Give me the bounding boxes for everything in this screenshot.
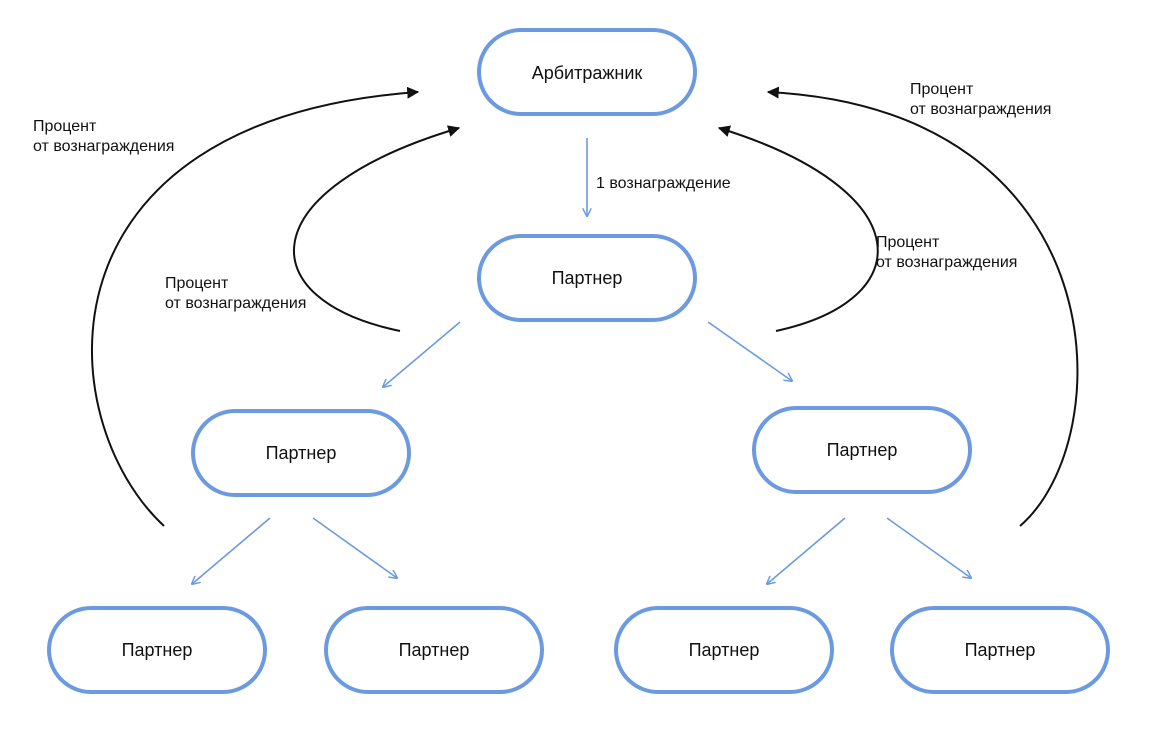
node-arbitrager: Арбитражник xyxy=(477,28,697,116)
return-arrow-outer-left xyxy=(90,86,420,527)
node-partner-level3-3-label: Партнер xyxy=(689,640,760,660)
node-partner-level2-right: Партнер xyxy=(752,406,972,494)
node-partner-level1: Партнер xyxy=(477,234,697,322)
reward-label: 1 вознаграждение xyxy=(596,175,731,192)
percent-label-outer-left: Процент от вознаграждения xyxy=(33,118,174,155)
return-arrow-inner-left xyxy=(292,125,461,332)
percent-label-outer-left-line1: Процент xyxy=(33,118,97,135)
node-partner-level2-left-label: Партнер xyxy=(266,443,337,463)
node-partner-level3-2-label: Партнер xyxy=(399,640,470,660)
arrow-left-to-child-1 xyxy=(192,517,271,584)
percent-label-outer-right-line2: от вознаграждения xyxy=(910,101,1051,118)
node-arbitrager-label: Арбитражник xyxy=(532,63,643,83)
percent-label-inner-left-line1: Процент xyxy=(165,275,229,292)
node-partner-level3-4: Партнер xyxy=(890,606,1110,694)
node-partner-level3-1-label: Партнер xyxy=(122,640,193,660)
percent-label-outer-right-line1: Процент xyxy=(910,81,974,98)
return-arrow-inner-right xyxy=(717,125,879,332)
node-partner-level2-right-label: Партнер xyxy=(827,440,898,460)
arrow-partner-to-left xyxy=(383,321,461,387)
arrow-right-to-child-4 xyxy=(886,517,971,578)
percent-label-inner-left-line2: от вознаграждения xyxy=(165,295,306,312)
node-partner-level3-2: Партнер xyxy=(324,606,544,694)
percent-label-outer-left-line2: от вознаграждения xyxy=(33,138,174,155)
node-partner-level2-left: Партнер xyxy=(191,409,411,497)
return-arrow-outer-right xyxy=(766,86,1079,527)
node-partner-level3-3: Партнер xyxy=(614,606,834,694)
percent-label-inner-right: Процент от вознаграждения xyxy=(876,234,1017,271)
percent-label-outer-right: Процент от вознаграждения xyxy=(910,81,1051,118)
node-partner-level1-label: Партнер xyxy=(552,268,623,288)
percent-label-inner-right-line1: Процент xyxy=(876,234,940,251)
node-partner-level3-1: Партнер xyxy=(47,606,267,694)
arrow-right-to-child-3 xyxy=(767,517,846,584)
percent-label-inner-left: Процент от вознаграждения xyxy=(165,275,306,312)
node-partner-level3-4-label: Партнер xyxy=(965,640,1036,660)
percent-label-inner-right-line2: от вознаграждения xyxy=(876,254,1017,271)
arrow-left-to-child-2 xyxy=(312,517,397,578)
arrow-partner-to-right xyxy=(707,321,792,381)
